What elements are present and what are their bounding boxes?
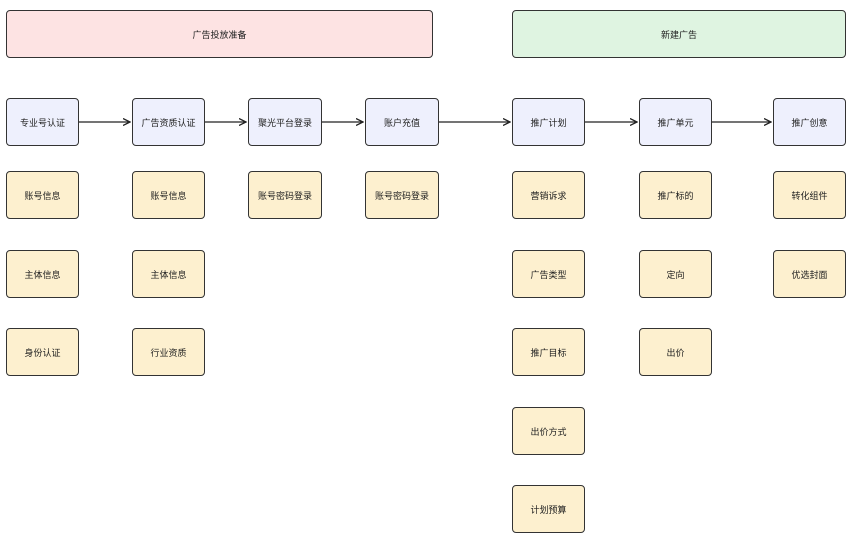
detail-box: 营销诉求 xyxy=(512,171,585,219)
step-promotion-unit: 推广单元 xyxy=(639,98,712,146)
step-promotion-creative: 推广创意 xyxy=(773,98,846,146)
phase-label: 新建广告 xyxy=(660,30,697,41)
step-platform-login: 聚光平台登录 xyxy=(248,98,322,146)
detail-box: 优选封面 xyxy=(773,250,846,298)
phase-label: 广告投放准备 xyxy=(192,30,247,41)
detail-box: 计划预算 xyxy=(512,485,585,533)
detail-box: 出价方式 xyxy=(512,407,585,455)
step-label: 聚光平台登录 xyxy=(257,118,312,129)
phase-header-prep: 广告投放准备 xyxy=(6,10,433,58)
detail-label: 主体信息 xyxy=(150,270,187,281)
step-label: 账户充值 xyxy=(383,118,420,129)
step-ad-qualification-cert: 广告资质认证 xyxy=(132,98,205,146)
detail-label: 推广目标 xyxy=(530,348,567,359)
detail-label: 优选封面 xyxy=(791,270,828,281)
detail-box: 定向 xyxy=(639,250,712,298)
detail-box: 主体信息 xyxy=(132,250,205,298)
detail-label: 身份认证 xyxy=(24,348,61,359)
step-label: 推广创意 xyxy=(791,118,828,129)
detail-box: 账号密码登录 xyxy=(365,171,439,219)
detail-box: 行业资质 xyxy=(132,328,205,376)
detail-box: 身份认证 xyxy=(6,328,79,376)
detail-label: 行业资质 xyxy=(150,348,187,359)
detail-label: 账号密码登录 xyxy=(257,191,312,202)
detail-box: 出价 xyxy=(639,328,712,376)
detail-label: 出价 xyxy=(666,348,685,359)
detail-label: 账号信息 xyxy=(150,191,187,202)
step-label: 推广单元 xyxy=(657,118,694,129)
step-professional-cert: 专业号认证 xyxy=(6,98,79,146)
phase-header-create: 新建广告 xyxy=(512,10,846,58)
detail-label: 转化组件 xyxy=(791,191,828,202)
detail-label: 主体信息 xyxy=(24,270,61,281)
detail-box: 账号信息 xyxy=(6,171,79,219)
detail-box: 账号密码登录 xyxy=(248,171,322,219)
detail-box: 账号信息 xyxy=(132,171,205,219)
detail-label: 营销诉求 xyxy=(530,191,567,202)
detail-label: 广告类型 xyxy=(530,270,567,281)
step-label: 广告资质认证 xyxy=(141,118,196,129)
step-label: 专业号认证 xyxy=(19,118,65,129)
step-label: 推广计划 xyxy=(530,118,567,129)
detail-label: 账号密码登录 xyxy=(374,191,429,202)
detail-box: 推广目标 xyxy=(512,328,585,376)
detail-label: 计划预算 xyxy=(530,505,567,516)
step-promotion-plan: 推广计划 xyxy=(512,98,585,146)
detail-box: 主体信息 xyxy=(6,250,79,298)
detail-label: 定向 xyxy=(666,270,685,281)
detail-label: 出价方式 xyxy=(530,427,567,438)
detail-label: 推广标的 xyxy=(657,191,694,202)
detail-label: 账号信息 xyxy=(24,191,61,202)
detail-box: 推广标的 xyxy=(639,171,712,219)
step-account-recharge: 账户充值 xyxy=(365,98,439,146)
detail-box: 广告类型 xyxy=(512,250,585,298)
detail-box: 转化组件 xyxy=(773,171,846,219)
